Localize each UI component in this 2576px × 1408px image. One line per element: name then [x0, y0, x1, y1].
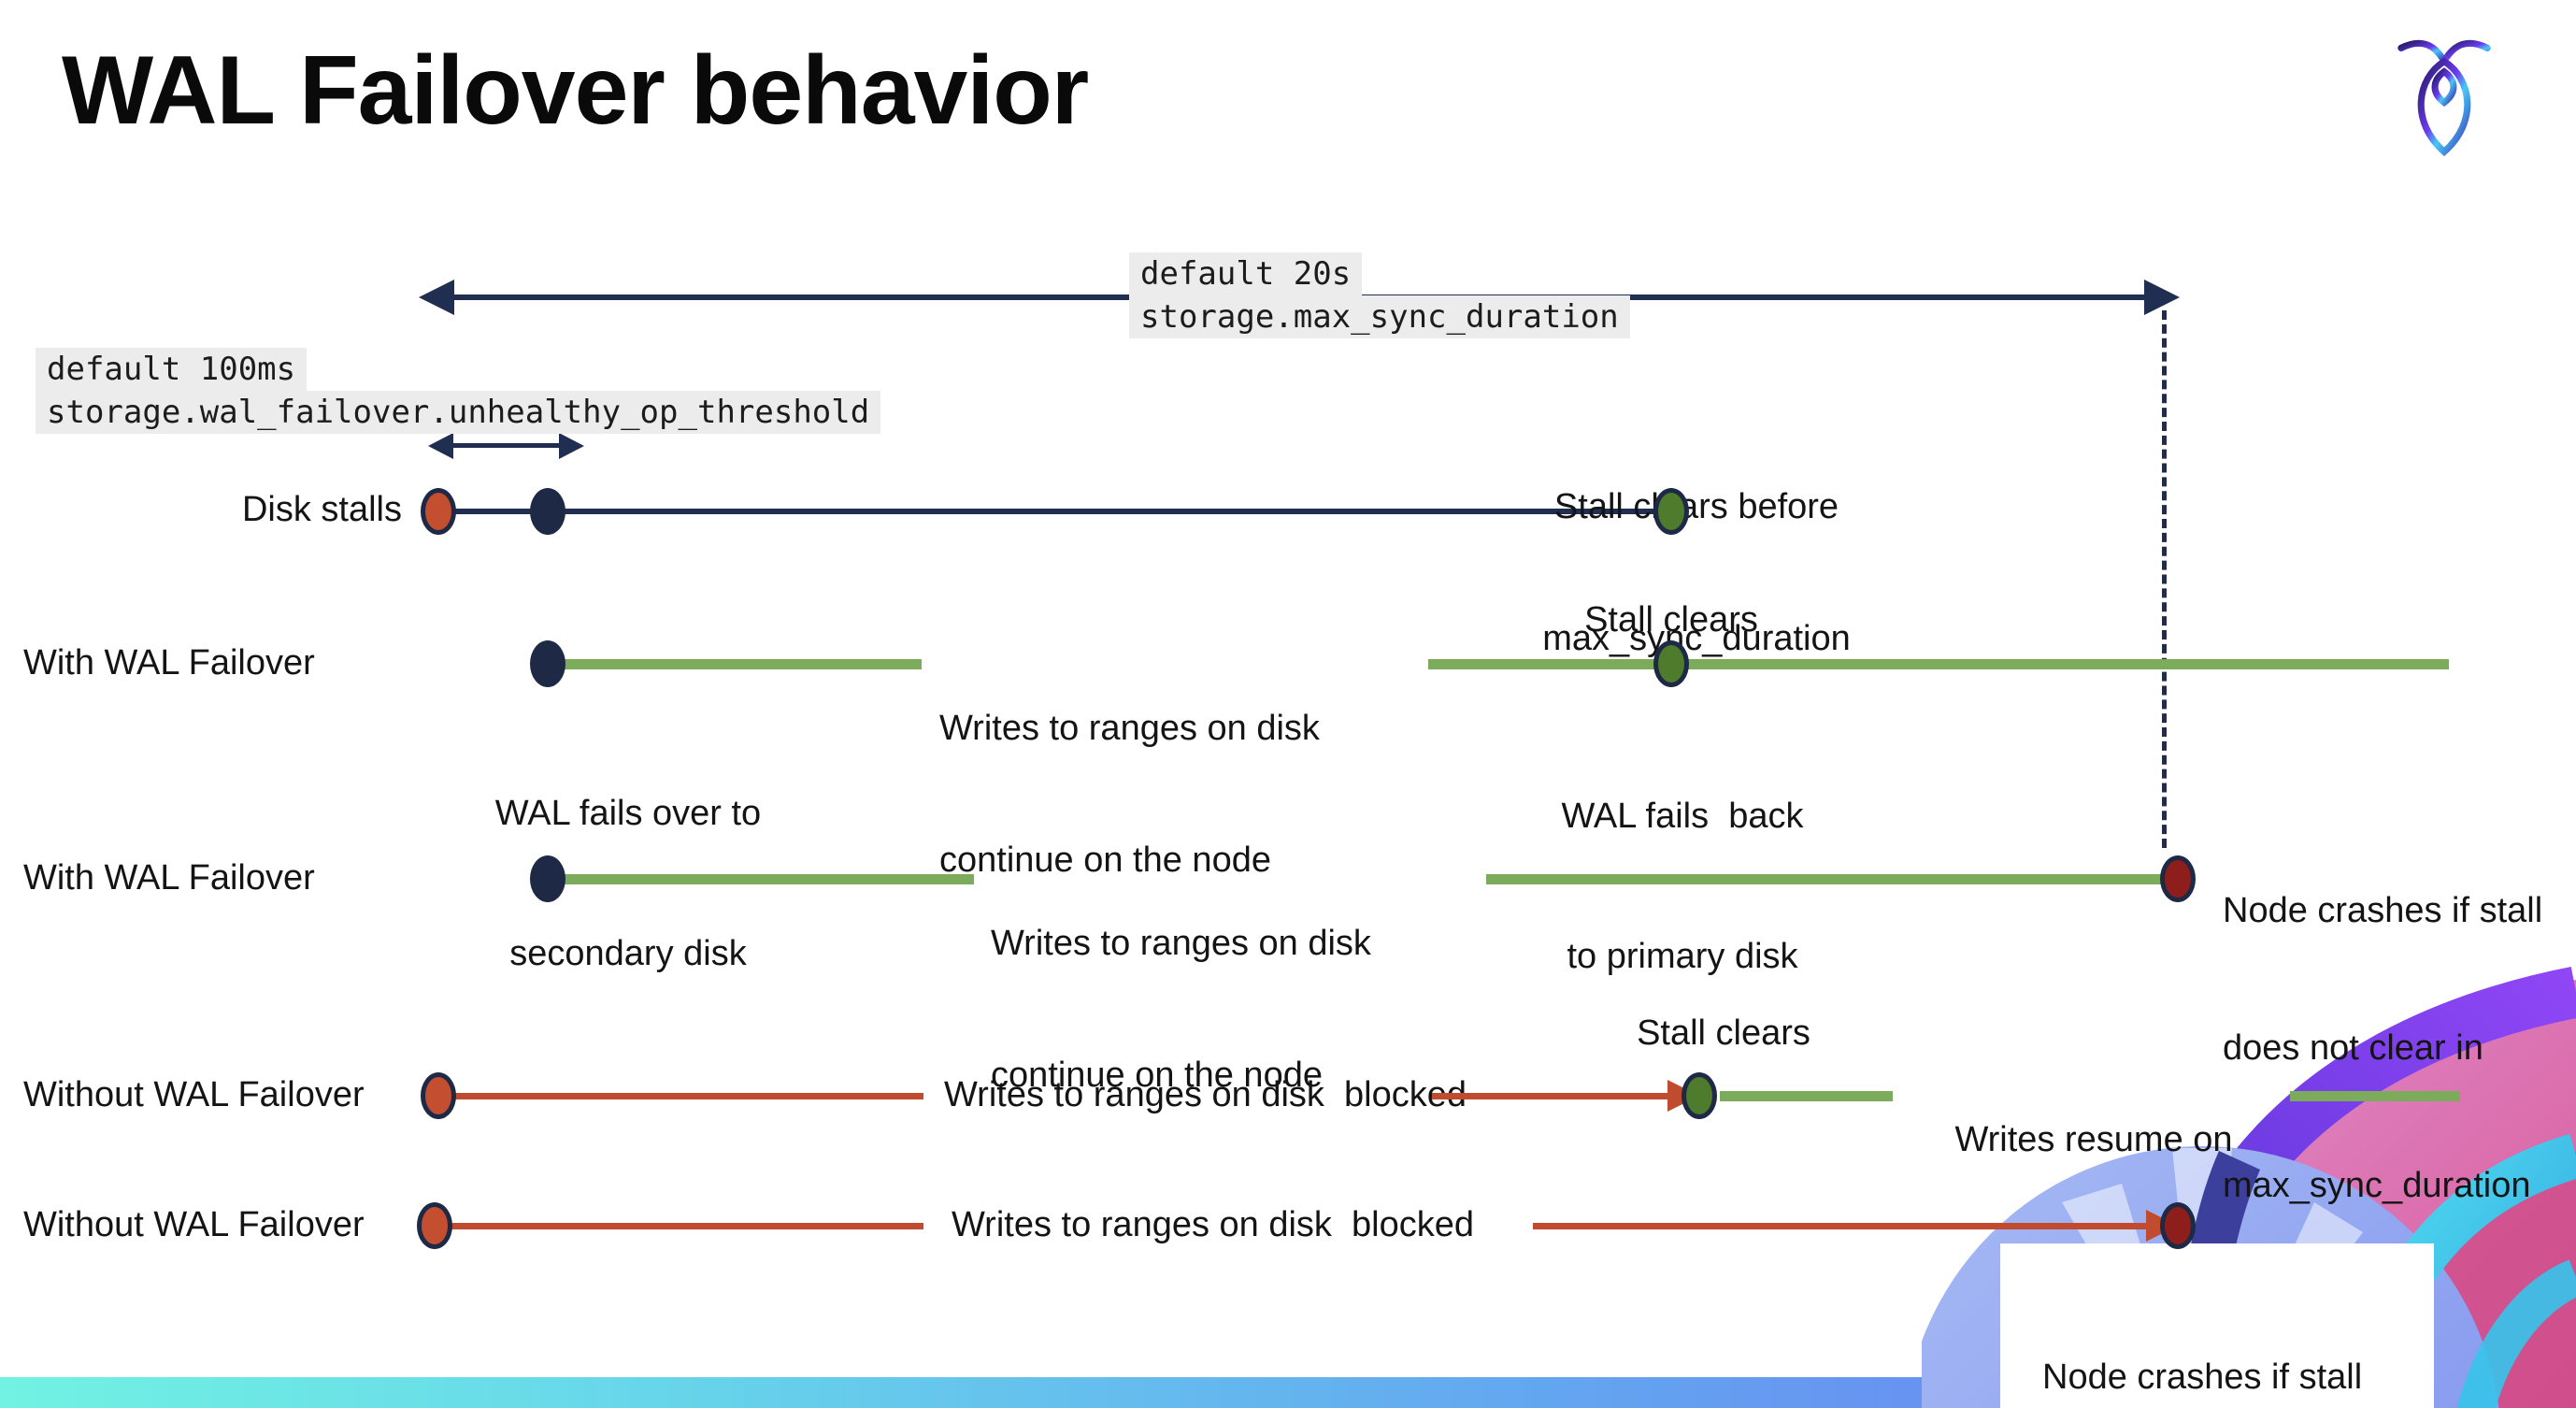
writes-blocked-line-c	[435, 1223, 923, 1229]
max-sync-deadline-dashed-line	[2162, 310, 2167, 848]
wal-fails-over-note: WAL fails over to secondary disk	[441, 697, 815, 1070]
threshold-arrow-left-icon	[428, 433, 453, 459]
stall-start-dot	[421, 488, 456, 535]
arrow-right-icon	[2144, 280, 2180, 315]
stall-start-dot-2	[421, 1072, 456, 1119]
threshold-arrow-right-icon	[559, 433, 584, 459]
stall-clears-dot	[1653, 488, 1689, 535]
writes-blocked-line-a	[438, 1093, 923, 1099]
writes-continue-note-1-line1: Writes to ranges on disk	[939, 709, 1320, 748]
writes-continue-note-1: Writes to ranges on disk continue on the…	[939, 619, 1320, 970]
max-sync-default-label: default 20s	[1129, 252, 1363, 295]
with-wal-failover-2-label: With WAL Failover	[23, 858, 315, 898]
writes-continue-line-c	[548, 874, 974, 884]
writes-resume-note-line1: Writes resume on	[1954, 1120, 2233, 1159]
stall-clears-dot-2	[1653, 640, 1689, 687]
node-crash-dot-1	[2160, 855, 2196, 902]
writes-continue-note-2-line2: continue on the node	[991, 1056, 1323, 1095]
node-crash-note-2-line1: Node crashes if stall	[2042, 1358, 2363, 1397]
failover-dot-2	[530, 855, 565, 902]
arrow-left-icon	[419, 280, 454, 315]
node-crash-box	[2000, 1243, 2434, 1408]
stall-clears-before-note-line2: max_sync_duration	[1542, 619, 1851, 658]
with-wal-failover-1-label: With WAL Failover	[23, 643, 315, 682]
node-crash-dot-2	[2160, 1202, 2196, 1249]
disk-stalls-label: Disk stalls	[241, 490, 402, 529]
wal-fails-back-note-line2: to primary disk	[1567, 937, 1798, 976]
writes-continue-note-1-line2: continue on the node	[939, 840, 1271, 880]
without-wal-failover-2-label: Without WAL Failover	[23, 1205, 365, 1244]
page-title: WAL Failover behavior	[62, 36, 1089, 145]
wal-fails-back-note: WAL fails back to primary disk	[1496, 699, 1869, 1073]
without-wal-failover-1-label: Without WAL Failover	[23, 1075, 365, 1114]
writes-continue-note-2: Writes to ranges on disk continue on the…	[991, 834, 1371, 1185]
stall-clears-note-2: Stall clears	[1584, 600, 1758, 639]
failover-dot-1	[530, 640, 565, 687]
node-crash-note-1-line1: Node crashes if stall	[2223, 891, 2543, 930]
stall-clears-before-note: Stall clears before max_sync_duration	[1510, 397, 1883, 749]
node-crash-note-2: Node crashes if stall does not clear in …	[2042, 1260, 2362, 1408]
failover-threshold-dot	[530, 488, 565, 535]
writes-continue-note-2-line1: Writes to ranges on disk	[991, 924, 1371, 963]
disk-stalls-timeline	[438, 509, 1672, 514]
threshold-default-label: default 100ms	[36, 348, 308, 391]
wal-fails-back-note-line1: WAL fails back	[1561, 797, 1804, 836]
node-crash-note-1-line2: does not clear in	[2223, 1028, 2483, 1068]
wal-fails-over-note-line2: secondary disk	[509, 934, 747, 973]
writes-blocked-line-d	[1533, 1223, 2146, 1229]
stall-clears-before-note-line1: Stall clears before	[1553, 487, 1839, 526]
threshold-arrow-line	[443, 443, 559, 448]
node-crash-note-1-line3: max_sync_duration	[2223, 1166, 2531, 1205]
stall-clears-note-3: Stall clears	[1637, 1013, 1810, 1053]
writes-blocked-note-1: Writes to ranges on disk blocked	[944, 1075, 1467, 1114]
threshold-setting-label: storage.wal_failover.unhealthy_op_thresh…	[36, 391, 881, 434]
writes-continue-line-b	[1428, 659, 2449, 669]
cockroach-logo-icon	[2397, 39, 2491, 157]
writes-blocked-note-2: Writes to ranges on disk blocked	[952, 1205, 1475, 1244]
writes-blocked-line-b	[1432, 1093, 1669, 1099]
writes-continue-line-d	[1486, 874, 2161, 884]
writes-resume-line-a	[1720, 1091, 1893, 1101]
stall-start-dot-3	[417, 1202, 452, 1249]
max-sync-setting-label: storage.max_sync_duration	[1129, 295, 1630, 338]
writes-resume-line-b	[2290, 1091, 2460, 1101]
wal-fails-over-note-line1: WAL fails over to	[494, 794, 762, 833]
stall-clears-dot-3	[1682, 1072, 1717, 1119]
writes-continue-line-a	[548, 659, 922, 669]
node-crash-note-1: Node crashes if stall does not clear in …	[2223, 797, 2542, 1300]
